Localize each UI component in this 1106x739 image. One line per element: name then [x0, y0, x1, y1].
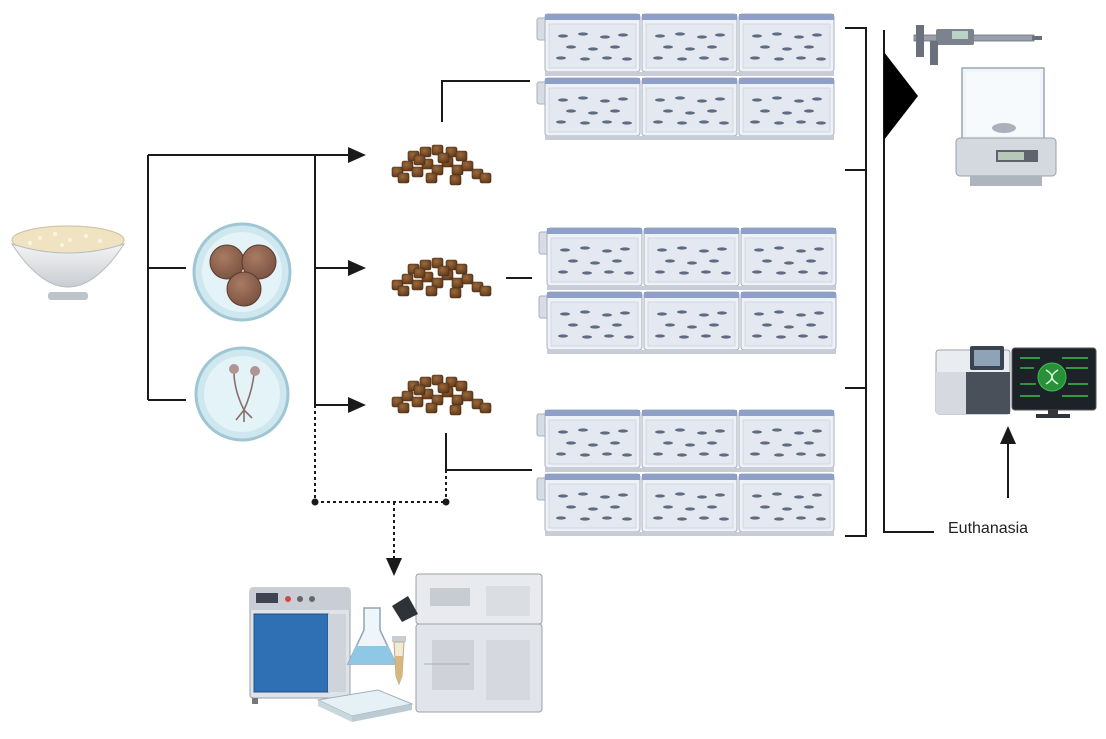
- feed-pellets-icon: [391, 374, 492, 416]
- centrifuge-tube-icon: [392, 636, 406, 686]
- rice-bowl-icon: [10, 225, 126, 300]
- caliper-icon: [913, 25, 1042, 65]
- incubator-icon: [249, 587, 351, 704]
- mold-culture-petri-icon: [194, 346, 290, 442]
- sequencer-computer-icon: [935, 346, 1097, 418]
- well-plate-icon: [316, 689, 414, 722]
- aquarium-tank-icon: [537, 14, 834, 76]
- analysis-dotted-lines: [314, 405, 447, 576]
- fungal-colony-petri-icon: [192, 222, 292, 322]
- analytical-balance-icon: [955, 67, 1057, 186]
- sampling-triangle-marker: [884, 52, 918, 140]
- aquarium-tank-icon: [537, 410, 834, 472]
- tank-group-bracket: [845, 27, 934, 537]
- aquarium-tank-icon: [539, 292, 836, 354]
- dot-node: [442, 498, 450, 506]
- erlenmeyer-flask-icon: [346, 607, 398, 665]
- aquarium-tank-icon: [539, 228, 836, 290]
- hplc-instrument-icon: [392, 573, 543, 713]
- euthanasia-label: Euthanasia: [948, 520, 1029, 537]
- aquarium-tank-icon: [537, 474, 834, 536]
- aquarium-tank-icon: [537, 78, 834, 140]
- feed-pellets-icon: [391, 257, 492, 299]
- feed-pellets-icon: [391, 144, 492, 186]
- input-branch-lines: [147, 147, 366, 413]
- dot-node: [311, 498, 319, 506]
